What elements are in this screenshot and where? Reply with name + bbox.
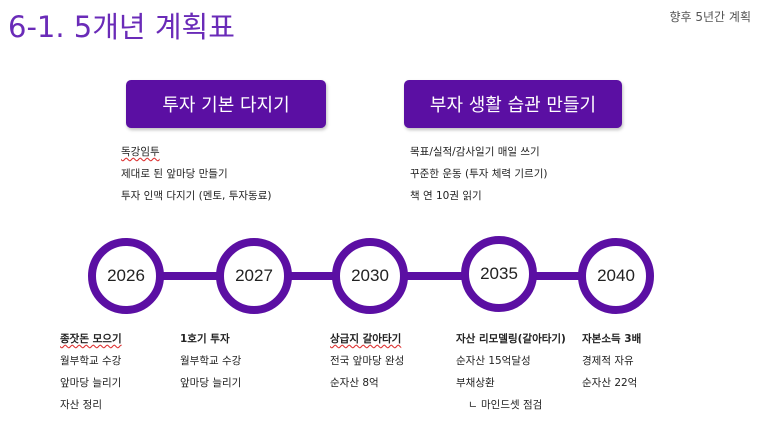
milestone-heading: 상급지 갈아타기 [330, 333, 402, 345]
list-item: 순자산 22억 [582, 377, 638, 389]
list-item: 월부학교 수강 [60, 355, 122, 367]
list-item: 부채상환 [456, 377, 495, 389]
milestone-2026-details: 종잣돈 모으기 월부학교 수강 앞마당 늘리기 자산 정리 [60, 328, 122, 416]
milestone-heading: 자본소득 3배 [582, 333, 642, 345]
list-item: 투자 인맥 다지기 (멘토, 투자동료) [121, 190, 272, 202]
milestone-heading: 자산 리모델링(갈아타기) [456, 333, 566, 345]
list-item: 월부학교 수강 [180, 355, 242, 367]
milestone-2035: 2035 [461, 236, 537, 312]
milestone-heading: 종잣돈 모으기 [60, 333, 122, 345]
milestone-2040: 2040 [578, 238, 654, 314]
list-item: 제대로 된 앞마당 만들기 [121, 168, 228, 180]
milestone-2026: 2026 [88, 238, 164, 314]
list-item: 경제적 자유 [582, 355, 634, 367]
page-subtitle: 향후 5년간 계획 [669, 10, 751, 24]
goal-basics-button[interactable]: 투자 기본 다지기 [126, 80, 326, 128]
list-item: 앞마당 늘리기 [60, 377, 122, 389]
list-item: 자산 정리 [60, 399, 102, 411]
list-item: 꾸준한 운동 (투자 체력 기르기) [410, 168, 548, 180]
milestone-2040-details: 자본소득 3배 경제적 자유 순자산 22억 [582, 328, 641, 394]
milestone-2027-details: 1호기 투자 월부학교 수강 앞마당 늘리기 [180, 328, 241, 394]
list-item: 전국 앞마당 완성 [330, 355, 405, 367]
list-item: 목표/실적/감사일기 매일 쓰기 [410, 146, 540, 158]
list-item: 순자산 15억달성 [456, 355, 531, 367]
milestone-2030: 2030 [332, 238, 408, 314]
list-item: ㄴ 마인드셋 점검 [468, 399, 543, 411]
list-item: 독강임투 [121, 146, 160, 158]
milestone-2027: 2027 [216, 238, 292, 314]
goal-basics-list: 독강임투 제대로 된 앞마당 만들기 투자 인맥 다지기 (멘토, 투자동료) [121, 141, 271, 207]
page-title: 6-1. 5개년 계획표 [8, 10, 235, 44]
list-item: 순자산 8억 [330, 377, 379, 389]
list-item: 앞마당 늘리기 [180, 377, 242, 389]
list-item: 책 연 10권 읽기 [410, 190, 482, 202]
milestone-heading: 1호기 투자 [180, 333, 230, 345]
goal-habits-button[interactable]: 부자 생활 습관 만들기 [404, 80, 622, 128]
goal-habits-list: 목표/실적/감사일기 매일 쓰기 꾸준한 운동 (투자 체력 기르기) 책 연 … [410, 141, 547, 207]
milestone-2030-details: 상급지 갈아타기 전국 앞마당 완성 순자산 8억 [330, 328, 404, 394]
milestone-2035-details: 자산 리모델링(갈아타기) 순자산 15억달성 부채상환 ㄴ 마인드셋 점검 [456, 328, 566, 416]
